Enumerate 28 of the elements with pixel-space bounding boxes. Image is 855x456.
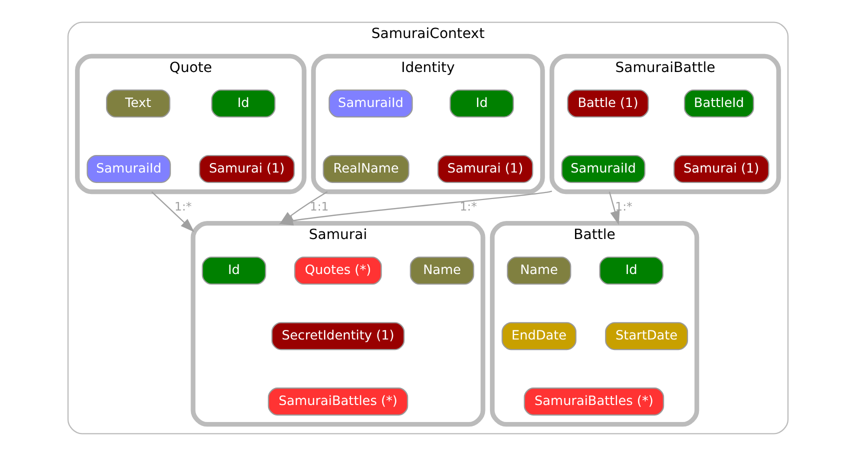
node-box: Id	[598, 256, 663, 285]
arrow	[150, 191, 194, 232]
node-box: SamuraiId	[560, 154, 645, 183]
edge-label: 1:*	[459, 199, 476, 214]
node-box: Name	[409, 256, 474, 285]
node-box: BattleId	[683, 90, 754, 118]
node-box: Battle (1)	[566, 90, 648, 118]
node-box: Samurai (1)	[672, 154, 769, 183]
edge-label: 1:1	[309, 199, 328, 214]
node-box: EndDate	[501, 322, 576, 350]
arrow	[608, 192, 620, 226]
node-box: SamuraiId	[328, 90, 412, 118]
node-box: Id	[201, 256, 266, 285]
node-box: Quotes (*)	[294, 256, 382, 285]
node-box: Text	[106, 90, 170, 118]
node-box: SecretIdentity (1)	[270, 322, 404, 350]
edge-label: 1:*	[174, 199, 192, 214]
node-box: Samurai (1)	[436, 154, 533, 183]
node-box: Samurai (1)	[198, 154, 294, 183]
node-box: SamuraiId	[86, 154, 170, 183]
node-box: Id	[449, 90, 514, 118]
node-box: SamuraiBattles (*)	[267, 388, 408, 416]
node-box: SamuraiBattles (*)	[523, 388, 664, 416]
edge-label: 1:*	[614, 199, 632, 214]
node-box: Name	[506, 256, 571, 285]
node-box: RealName	[322, 154, 409, 183]
node-box: Id	[210, 90, 275, 118]
node-box: StartDate	[604, 322, 688, 350]
